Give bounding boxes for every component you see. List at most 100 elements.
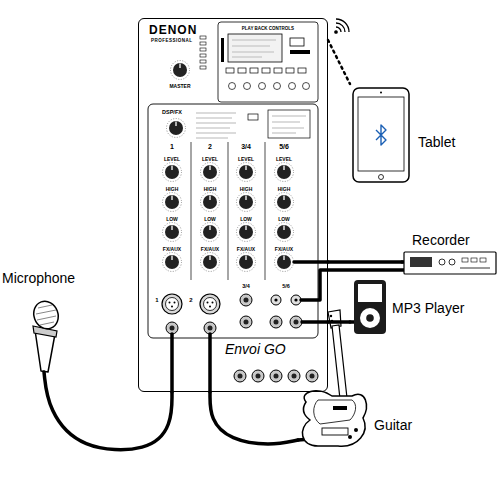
audio-cable — [44, 372, 172, 450]
guitar-picture — [302, 310, 366, 446]
round-button — [229, 83, 236, 90]
recorder-wire — [301, 270, 404, 300]
line-jack — [270, 316, 282, 328]
master-knob — [171, 61, 190, 80]
preset-line — [196, 118, 232, 119]
recorder-button — [471, 258, 477, 262]
brand-name: DENON — [149, 24, 197, 38]
recorder-button — [480, 258, 486, 262]
input-number: 5/6 — [282, 283, 290, 289]
knob-label: FX/AUX — [237, 247, 255, 253]
high-knob — [201, 193, 220, 212]
playback-button — [274, 68, 282, 73]
knob-label: HIGH — [240, 187, 253, 193]
knob-label: FX/AUX — [163, 247, 181, 253]
output-jack — [270, 370, 282, 382]
playback-display — [228, 34, 282, 62]
channel-dividers — [191, 142, 265, 280]
fx-knob — [163, 253, 182, 272]
grille-line — [40, 322, 54, 325]
microphone-picture — [30, 298, 62, 372]
effect-line — [272, 116, 306, 117]
display-line — [232, 40, 276, 41]
preset-line — [196, 123, 236, 124]
knob-label: LOW — [204, 217, 216, 223]
knob-label: HIGH — [278, 187, 291, 193]
channel-divider — [265, 142, 266, 280]
channel-number: 1 — [170, 143, 174, 151]
line-jack — [240, 294, 252, 306]
effect-lines — [272, 116, 306, 133]
level-knob — [237, 163, 256, 182]
knob-label: LEVEL — [164, 157, 180, 163]
wifi-icon — [335, 19, 349, 33]
cable-ends — [172, 262, 404, 440]
effect-line — [272, 122, 300, 123]
meter-led — [200, 54, 206, 57]
grille-line — [38, 305, 52, 308]
playback-button — [262, 68, 270, 73]
brand-subtitle: PROFESSIONAL — [151, 38, 193, 43]
guitar: Guitar — [298, 315, 425, 450]
bluetooth-symbol — [376, 125, 386, 145]
microphone: Microphone — [2, 268, 92, 372]
input-number: 3/4 — [242, 283, 250, 289]
wifi-arc — [336, 23, 345, 32]
knob-label: LEVEL — [202, 157, 218, 163]
input-number: 2 — [189, 297, 192, 304]
playback-button — [238, 68, 246, 73]
mp3-player: MP3 Player — [350, 278, 475, 336]
meter-led — [200, 48, 206, 51]
wifi-arc — [336, 27, 341, 32]
output-jack — [234, 370, 246, 382]
channel-divider — [228, 142, 229, 280]
output-jack — [288, 370, 300, 382]
channel-panel — [148, 104, 318, 338]
preset-line — [196, 113, 236, 114]
line-jack — [240, 316, 252, 328]
pickguard — [314, 400, 356, 424]
level-knob — [201, 163, 220, 182]
knob-label: LOW — [240, 217, 252, 223]
pickup — [333, 406, 347, 410]
output-jack — [252, 370, 264, 382]
mixer-housing: DENONPROFESSIONALEnvoi GO — [138, 18, 328, 392]
wifi-dot — [335, 31, 337, 33]
grille-hatching — [36, 305, 56, 325]
low-knob — [201, 223, 220, 242]
playback-button — [298, 68, 306, 73]
level-knob — [275, 163, 294, 182]
knob-label: HIGH — [166, 187, 179, 193]
preset-line — [196, 128, 230, 129]
recorder-button — [462, 258, 468, 262]
recorder-body — [404, 252, 496, 274]
preset-line — [196, 133, 236, 134]
channel-number: 3/4 — [241, 143, 251, 151]
preset-line — [196, 138, 228, 139]
control-knob — [354, 428, 358, 432]
mic-grille — [30, 298, 62, 333]
meter-led — [200, 36, 206, 39]
device-label: Tablet — [418, 134, 455, 150]
input-number: 1 — [155, 297, 158, 304]
low-knob — [163, 223, 182, 242]
display-line — [232, 57, 262, 58]
display-lines — [232, 40, 276, 57]
playback-button — [286, 68, 294, 73]
tablet-camera — [380, 92, 382, 94]
rca-jack — [271, 295, 281, 305]
low-knob — [237, 223, 256, 242]
device-label: Guitar — [374, 417, 412, 433]
level-meter — [200, 36, 206, 69]
tablet: Tablet — [350, 84, 478, 186]
fx-knob — [237, 253, 256, 272]
audio-cable — [328, 320, 350, 324]
high-knob — [163, 193, 182, 212]
channel-divider — [191, 142, 192, 280]
xlr-jack — [200, 294, 220, 314]
display-line — [232, 46, 270, 47]
effect-box — [268, 110, 310, 138]
knob-label: DSP/FX — [162, 109, 182, 115]
panel-heading: PLAY BACK CONTROLS — [242, 26, 294, 31]
